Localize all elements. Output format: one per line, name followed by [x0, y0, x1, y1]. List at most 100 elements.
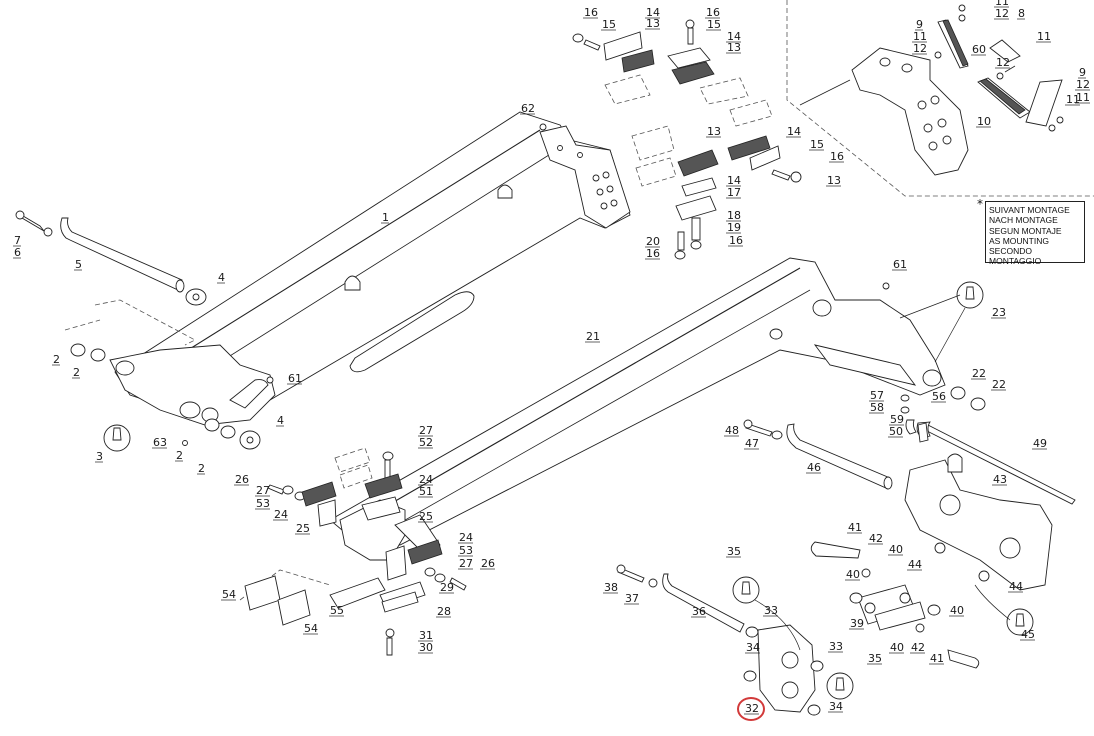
callout-label-15: 15: [707, 18, 721, 31]
callout-label-3: 3: [96, 450, 103, 463]
middle-pad-groups: [239, 447, 467, 656]
note-line: AS MOUNTING: [989, 235, 1049, 246]
callout-label-16: 16: [646, 247, 660, 260]
callout-label-37: 37: [625, 592, 639, 605]
callout-label-61: 61: [893, 258, 907, 271]
callout-label-42: 42: [869, 532, 883, 545]
callout-label-29: 29: [440, 581, 454, 594]
callout-label-7: 7: [14, 234, 21, 247]
callout-label-40: 40: [846, 568, 860, 581]
callout-label-53: 53: [256, 497, 270, 510]
lower-right-assemblies: [616, 281, 1076, 716]
callout-label-16: 16: [830, 150, 844, 163]
callout-label-27: 27: [459, 557, 473, 570]
callout-label-14: 14: [646, 6, 660, 19]
callout-label-9: 9: [916, 18, 923, 31]
callout-label-11: 11: [1066, 93, 1080, 106]
callout-label-51: 51: [419, 485, 433, 498]
callout-label-63: 63: [153, 436, 167, 449]
callout-label-6: 6: [14, 246, 21, 259]
callout-label-24: 24: [419, 473, 433, 486]
callout-label-11: 11: [1076, 91, 1090, 104]
callout-label-55: 55: [330, 604, 344, 617]
inset-detail: [786, 0, 1094, 197]
callout-label-12: 12: [913, 42, 927, 55]
callout-label-11: 11: [995, 0, 1009, 8]
callout-label-19: 19: [727, 221, 741, 234]
callout-label-30: 30: [419, 641, 433, 654]
callout-label-60: 60: [972, 43, 986, 56]
callout-label-52: 52: [419, 436, 433, 449]
callout-label-24: 24: [274, 508, 288, 521]
note-line: SUIVANT MONTAGE: [989, 205, 1070, 215]
callout-label-34: 34: [746, 641, 760, 654]
callout-label-34: 34: [829, 700, 843, 713]
note-line: NACH MONTAGE: [989, 215, 1058, 226]
callout-label-17: 17: [727, 186, 741, 199]
callout-label-26: 26: [481, 557, 495, 570]
callout-label-46: 46: [807, 461, 821, 474]
note-line: SEGUN MONTAJE: [989, 225, 1062, 236]
callout-label-31: 31: [419, 629, 433, 642]
note-line: SECONDO MONTAGGIO: [989, 246, 1042, 267]
callout-label-14: 14: [727, 30, 741, 43]
callout-label-25: 25: [419, 510, 433, 523]
callout-label-8: 8: [1018, 7, 1025, 20]
callout-label-58: 58: [870, 401, 884, 414]
callout-label-2: 2: [53, 353, 60, 366]
callout-label-33: 33: [829, 640, 843, 653]
callout-label-2: 2: [176, 449, 183, 462]
callout-label-41: 41: [848, 521, 862, 534]
callout-label-21: 21: [586, 330, 600, 343]
callout-label-40: 40: [950, 604, 964, 617]
callout-label-13: 13: [827, 174, 841, 187]
callout-label-48: 48: [725, 424, 739, 437]
callout-label-54: 54: [304, 622, 318, 635]
callout-label-13: 13: [646, 17, 660, 30]
callout-label-11: 11: [1037, 30, 1051, 43]
callout-label-40: 40: [889, 543, 903, 556]
callout-label-62: 62: [521, 102, 535, 115]
callout-label-13: 13: [727, 41, 741, 54]
callout-label-41: 41: [930, 652, 944, 665]
callout-label-43: 43: [993, 473, 1007, 486]
callout-label-59: 59: [890, 413, 904, 426]
callout-label-26: 26: [235, 473, 249, 486]
callout-label-11: 11: [913, 30, 927, 43]
callout-label-35: 35: [868, 652, 882, 665]
callout-label-18: 18: [727, 209, 741, 222]
callout-label-2: 2: [198, 462, 205, 475]
note-marker: *: [977, 197, 983, 211]
callout-label-15: 15: [810, 138, 824, 151]
callout-label-44: 44: [908, 558, 922, 571]
callout-label-57: 57: [870, 389, 884, 402]
callout-label-40: 40: [890, 641, 904, 654]
callout-label-5: 5: [75, 258, 82, 271]
callout-label-12: 12: [995, 7, 1009, 20]
callout-label-4: 4: [218, 271, 225, 284]
callout-label-50: 50: [889, 425, 903, 438]
main-arm: [109, 111, 631, 426]
callout-label-16: 16: [706, 6, 720, 19]
callout-label-45: 45: [1021, 628, 1035, 641]
callout-label-12: 12: [996, 56, 1010, 69]
callout-label-13: 13: [707, 125, 721, 138]
callout-label-33: 33: [764, 604, 778, 617]
callout-label-44: 44: [1009, 580, 1023, 593]
callout-label-20: 20: [646, 235, 660, 248]
callout-label-23: 23: [992, 306, 1006, 319]
callout-label-22: 22: [992, 378, 1006, 391]
callout-label-49: 49: [1033, 437, 1047, 450]
callout-label-10: 10: [977, 115, 991, 128]
callout-label-25: 25: [296, 522, 310, 535]
callout-label-35: 35: [727, 545, 741, 558]
highlight-circle-part-32: [737, 697, 765, 721]
callout-label-53: 53: [459, 544, 473, 557]
callout-label-27: 27: [419, 424, 433, 437]
callout-label-16: 16: [584, 6, 598, 19]
callout-label-24: 24: [459, 531, 473, 544]
callout-label-12: 12: [1076, 78, 1090, 91]
callout-label-39: 39: [850, 617, 864, 630]
